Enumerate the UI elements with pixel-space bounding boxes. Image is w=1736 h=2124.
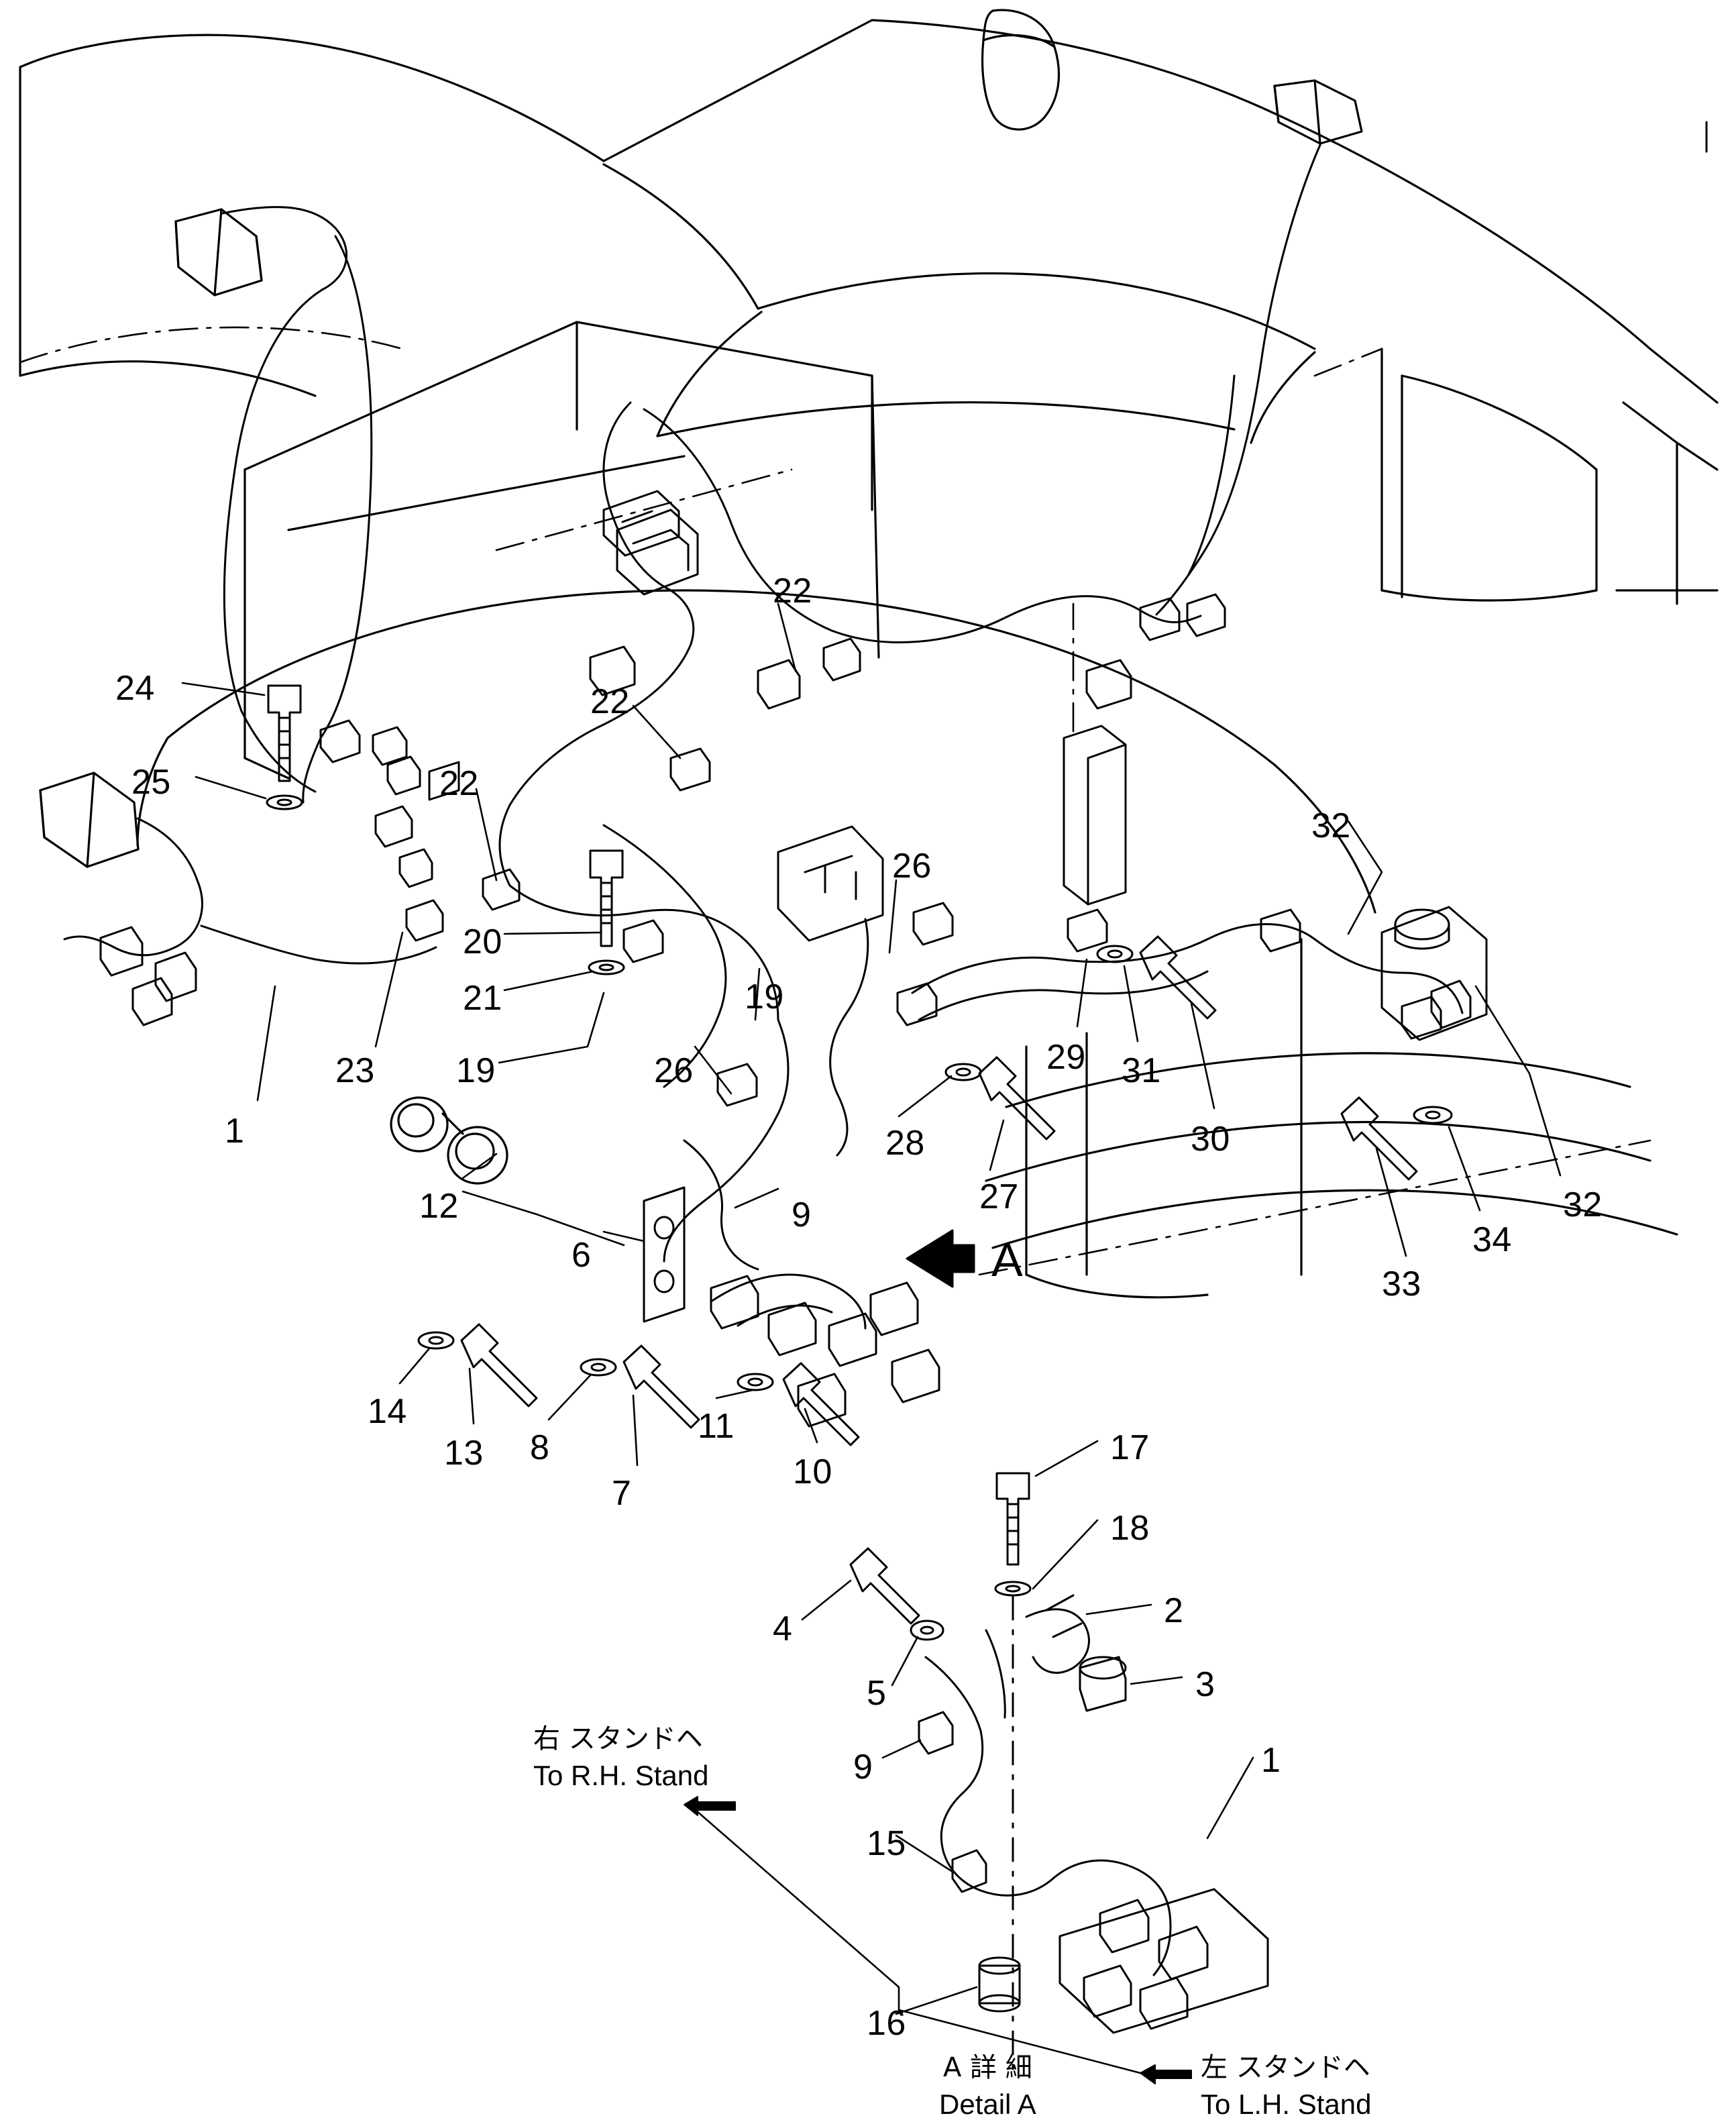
callout-2: 2 (1164, 1591, 1184, 1630)
callout-22-upper: 22 (773, 572, 812, 610)
callout-19-mid: 19 (745, 977, 784, 1016)
callout-4: 4 (773, 1609, 793, 1648)
callout-15: 15 (867, 1824, 906, 1863)
callout-22-lower: 22 (439, 764, 479, 803)
callout-1-lower: 1 (1261, 1741, 1281, 1780)
caption-detail-a: A 詳 細 Detail A (939, 2050, 1036, 2124)
note-lh-stand-jp: 左 スタンドヘ (1201, 2052, 1370, 2083)
note-lh-stand: 左 スタンドヘ To L.H. Stand (1201, 2050, 1371, 2124)
note-lh-stand-en: To L.H. Stand (1201, 2088, 1372, 2120)
callout-29: 29 (1046, 1038, 1086, 1077)
callout-17: 17 (1110, 1428, 1150, 1467)
cab-outline (19, 9, 1719, 605)
detail-a-assembly (918, 1594, 1269, 2074)
callout-12: 12 (419, 1187, 459, 1226)
fasteners (266, 684, 1453, 2013)
callout-28: 28 (885, 1124, 925, 1163)
callout-9-upper: 9 (792, 1196, 812, 1234)
callout-25: 25 (131, 763, 171, 802)
callout-10: 10 (793, 1452, 832, 1491)
callout-34: 34 (1472, 1220, 1512, 1259)
leader-lines (181, 602, 1562, 2015)
callout-26-lower: 26 (654, 1051, 694, 1090)
callout-13: 13 (444, 1434, 484, 1473)
callout-8: 8 (530, 1428, 550, 1467)
callout-19-left: 19 (456, 1051, 496, 1090)
wiring-harness (63, 144, 1464, 1330)
callout-31: 31 (1122, 1051, 1161, 1090)
callout-30: 30 (1191, 1120, 1230, 1159)
note-rh-stand-en: To R.H. Stand (533, 1760, 709, 1791)
callout-16: 16 (867, 2004, 906, 2043)
callout-5: 5 (867, 1674, 887, 1713)
callout-21: 21 (463, 979, 502, 1018)
callout-1-left: 1 (225, 1112, 245, 1151)
detail-a-frame (690, 1805, 1142, 2074)
caption-detail-a-jp: A 詳 細 (942, 2052, 1032, 2083)
lamps (39, 208, 508, 1185)
callout-32-lower: 32 (1563, 1185, 1603, 1224)
callout-32-upper: 32 (1311, 806, 1351, 845)
caption-detail-a-en: Detail A (939, 2088, 1036, 2120)
callout-14: 14 (368, 1392, 407, 1431)
callout-23: 23 (335, 1051, 375, 1090)
construction-lines (19, 326, 1651, 1276)
note-rh-stand-jp: 右 スタンドヘ (533, 1723, 703, 1754)
callout-3: 3 (1195, 1665, 1215, 1704)
callout-20: 20 (463, 922, 502, 961)
callout-22-mid: 22 (590, 682, 630, 721)
callout-7: 7 (612, 1474, 632, 1513)
callout-11: 11 (698, 1407, 735, 1446)
callout-9-lower: 9 (853, 1748, 873, 1787)
connector-blocks (99, 490, 1488, 1428)
callout-24: 24 (115, 669, 155, 708)
callout-6: 6 (572, 1236, 592, 1275)
callout-27: 27 (979, 1177, 1019, 1216)
body-panels (136, 321, 1678, 1299)
callout-33: 33 (1382, 1265, 1421, 1304)
note-rh-stand: 右 スタンドヘ To R.H. Stand (533, 1721, 708, 1795)
callout-26-upper: 26 (892, 847, 932, 886)
detail-a-letter: A (991, 1234, 1023, 1286)
callout-18: 18 (1110, 1509, 1150, 1548)
